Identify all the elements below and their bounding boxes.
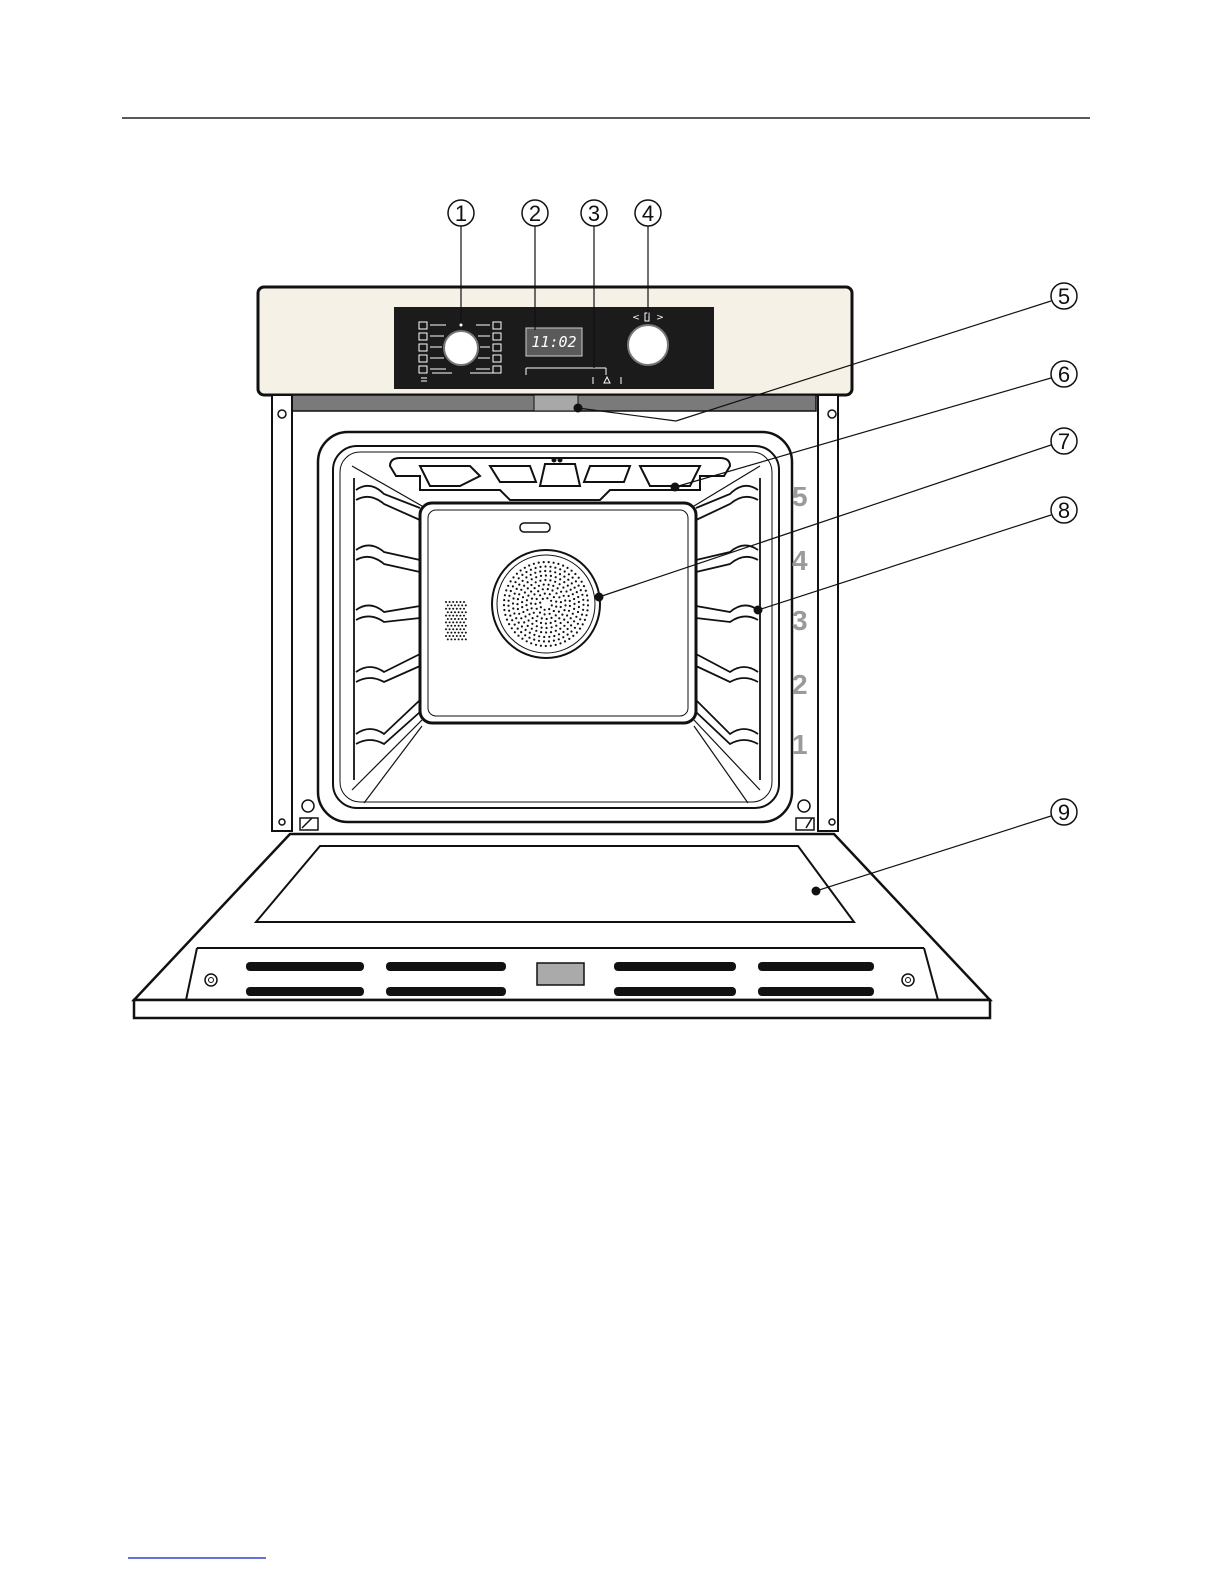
temperature-knob: < > [628,313,668,365]
knob-right-arrow: > [656,313,664,323]
callout-1: 1 [448,200,474,226]
door-handle-plate [537,963,584,985]
shelf-level-4: 4 [792,545,808,576]
oven-door [134,834,990,1018]
knob-left-arrow: < [632,313,640,323]
oven-left-frame [272,395,292,831]
door-glass-panel [256,846,854,922]
callout-9: 9 [1051,799,1077,825]
callout-2-label: 2 [529,201,541,226]
callout-3: 3 [581,200,607,226]
callout-6-label: 6 [1058,362,1070,387]
callout-9-label: 9 [1058,800,1070,825]
fan-cover [492,550,600,658]
callout-2: 2 [522,200,548,226]
callout-4: 4 [635,200,661,226]
callout-4-label: 4 [642,201,654,226]
time-display-readout: 11:02 [531,333,576,351]
callout-1-label: 1 [455,201,467,226]
callout-6: 6 [1051,361,1077,387]
callout-7-label: 7 [1058,429,1070,454]
callout-8-label: 8 [1058,498,1070,523]
shelf-level-1: 1 [792,729,808,760]
oven-right-frame [818,395,838,831]
shelf-level-2: 2 [792,669,808,700]
callout-8: 8 [1051,497,1077,523]
shelf-level-numbers: 5 4 3 2 1 [792,481,808,760]
shelf-level-5: 5 [792,481,808,512]
back-wall-slot [520,523,550,532]
callout-3-label: 3 [588,201,600,226]
callout-5: 5 [1051,283,1077,309]
callout-5-label: 5 [1058,284,1070,309]
shelf-level-3: 3 [792,605,808,636]
callout-7: 7 [1051,428,1077,454]
oven-lamp-cover [534,395,578,411]
